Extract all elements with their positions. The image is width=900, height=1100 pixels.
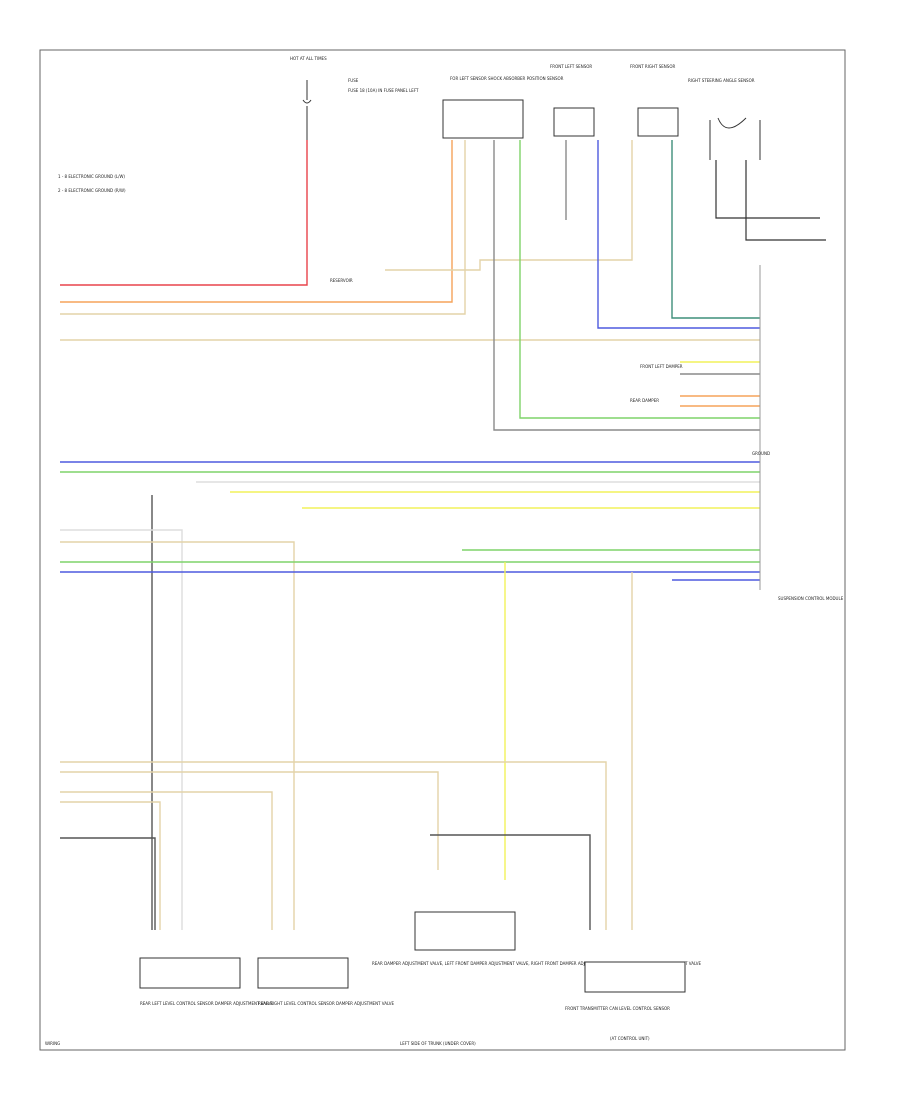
front-left-sensor: FRONT LEFT SENSOR [550,64,595,137]
legend-line-1: 1 - 8 ELECTRONIC GROUND (L/W) [58,174,125,179]
fuse-location-label: FUSE 18 (10A) IN FUSE PANEL LEFT [348,88,419,93]
front-right-sensor: FRONT RIGHT SENSOR [630,64,679,137]
bottom-right-component: FRONT TRANSMITTER CAN LEVEL CONTROL SENS… [565,961,686,1041]
right-steering-sensor: RIGHT STEERING ANGLE SENSOR [688,78,761,160]
bottom-center-left-label: REAR RIGHT LEVEL CONTROL SENSOR DAMPER A… [258,1001,395,1006]
inline-left-label: FRONT LEFT DAMPER [640,364,683,369]
top-left-sensor: FOR LEFT SENSOR SHOCK ABSORBER POSITION … [442,76,564,139]
bottom-center-sublabel: LEFT SIDE OF TRUNK (UNDER COVER) [400,1041,476,1046]
bottom-left-component: REAR LEFT LEVEL CONTROL SENSOR DAMPER AD… [139,957,273,1006]
fuse-hot-label: HOT AT ALL TIMES [290,56,327,61]
control-module-label: SUSPENSION CONTROL MODULE [778,596,844,601]
bottom-left-label: REAR LEFT LEVEL CONTROL SENSOR DAMPER AD… [140,1001,273,1006]
fuse-symbol [302,80,312,140]
inline-right-label: REAR DAMPER [630,398,659,403]
fuse-label: FUSE [348,78,359,83]
front-right-sensor-label: FRONT RIGHT SENSOR [630,64,675,69]
control-module-ground-label: GROUND [752,451,770,456]
bottom-center-component: REAR DAMPER ADJUSTMENT VALVE, LEFT FRONT… [372,911,702,1046]
reservoir-label: RESERVOIR [330,278,353,283]
right-steering-sensor-label: RIGHT STEERING ANGLE SENSOR [688,78,755,83]
bottom-right-label: FRONT TRANSMITTER CAN LEVEL CONTROL SENS… [565,1006,670,1011]
wiring-top-right [715,160,826,241]
legend-line-2: 2 - 8 ELECTRONIC GROUND (R/W) [58,188,126,193]
page-footer: WIRING [45,1041,60,1046]
main-wiring [60,140,760,930]
bottom-center-left-component: REAR RIGHT LEVEL CONTROL SENSOR DAMPER A… [257,957,395,1006]
bottom-right-sublabel: (AT CONTROL UNIT) [610,1036,650,1041]
front-left-sensor-label: FRONT LEFT SENSOR [550,64,592,69]
top-left-sensor-label: FOR LEFT SENSOR SHOCK ABSORBER POSITION … [450,76,564,81]
diagram-frame [39,49,846,1051]
bottom-center-label: REAR DAMPER ADJUSTMENT VALVE, LEFT FRONT… [372,961,702,966]
